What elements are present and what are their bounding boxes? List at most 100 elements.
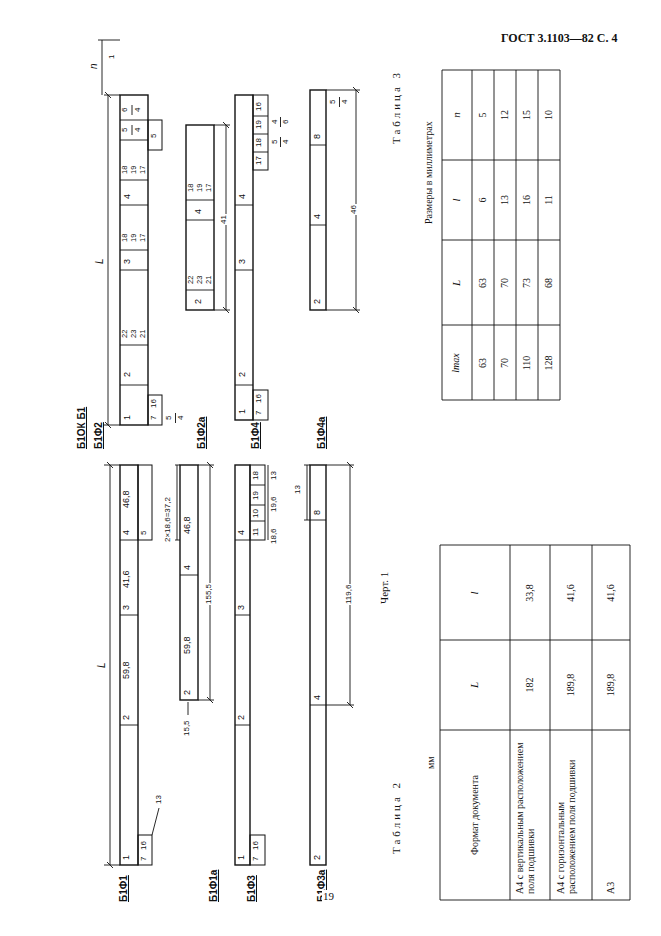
drawing-line [253,134,268,135]
drawing-number: 41,6 [122,569,132,589]
drawing-number: 4 [313,694,323,701]
table-cell: 13 [499,194,510,206]
table-cell: А3 [605,881,616,895]
drawing-line [253,116,268,117]
drawing-number: 18 [121,233,129,243]
drawing-number: 7 [140,856,149,862]
table-header: Формат документа [469,774,480,856]
rotated-sheet: Б1Ф1L1259,8341,6446,8716513Б1Ф1а2×18,6=3… [20,25,645,905]
form-code: Б1Ф4 [250,421,261,450]
table-cell: 110 [521,355,532,372]
drawing-number: 1 [108,54,117,60]
drawing-number: 5 [150,133,159,139]
drawing-line [120,725,138,726]
drawing-line [175,540,180,541]
drawing-number: L [96,661,107,669]
drawing-line [442,325,560,326]
drawing-number: 4 [282,139,291,145]
table-header: L [468,681,480,689]
drawing-line [280,137,281,147]
drawing-line [120,540,138,541]
drawing-number: 1 [123,414,133,421]
drawing-line [235,540,250,541]
drawing-line [235,615,250,616]
drawing-line [310,225,326,226]
table-cell: 189,8 [565,673,576,698]
form-cell [235,95,253,420]
drawing-number: 10 [252,508,261,519]
drawing-line [120,140,148,141]
drawing-line [175,413,176,423]
drawing-number: 6 [121,107,130,113]
drawing-number: 21 [205,275,213,285]
drawing-number: 2 [183,689,193,696]
drawing-number: 5 [165,415,174,421]
drawing-number: 1 [238,408,248,415]
drawing-line [102,40,103,95]
form-cell [235,465,250,865]
drawing-number: 155,5 [205,583,214,605]
drawing-line [307,465,308,520]
drawing-number: 5 [329,99,338,105]
drawing-line [442,70,560,71]
drawing-number: 46,8 [183,515,193,535]
drawing-number: L [94,257,105,265]
drawing-line [120,205,148,206]
drawing-line [304,520,310,521]
drawing-line [186,290,214,291]
drawing-number: 2 [313,854,323,861]
drawing-line [98,40,120,41]
drawing-number: 18,6 [270,527,279,545]
drawing-line [214,310,230,311]
drawing-number: 2 [123,371,133,378]
drawing-number: 3 [122,604,132,611]
drawing-line [250,521,265,522]
drawing-line [120,385,148,386]
drawing-line [235,385,253,386]
drawing-number: 4 [313,213,323,220]
form-cell [250,835,265,865]
drawing-number: 1 [122,854,132,861]
drawing-line [198,465,214,466]
drawing-number: 4 [271,119,280,125]
drawing-line [442,70,443,400]
table-cell: 11 [543,194,554,206]
table-cell: 70 [499,357,510,369]
drawing-line [560,70,561,400]
table-cell: 63 [477,357,488,369]
drawing-number: 4 [177,415,186,421]
figure-caption: Черт. 1 [378,571,390,605]
drawing-number: 18 [255,137,264,148]
drawing-number: 4 [122,529,132,536]
form-code: Б1Ф2а [196,416,207,450]
drawing-line [516,70,517,400]
drawing-line [223,122,229,128]
drawing-line [104,95,120,96]
drawing-line [253,152,268,153]
drawing-number: 3 [238,258,248,265]
drawing-line [110,465,111,865]
table-cell: 15 [521,109,532,121]
table-cell: 33,8 [524,583,535,603]
drawing-number: 4 [183,564,193,571]
drawing-line [186,200,214,201]
drawing-number: 46 [350,204,359,215]
form-cell [250,465,265,540]
drawing-number: 2×18,6=37,2 [164,496,173,543]
drawing-line [120,180,148,181]
drawing-line [442,240,560,241]
table-cell: 6 [477,197,488,204]
form-cell [186,125,214,310]
form-cell [253,95,268,170]
drawing-number: 18 [121,165,129,175]
drawing-number: 2 [237,714,247,721]
drawing-line [180,575,198,576]
drawing-number: 1 [237,854,247,861]
form-code: Б1Ф3 [246,874,257,903]
drawing-number: 19 [130,165,138,175]
table-cell: 68 [543,277,554,289]
drawing-number: 23 [130,329,138,339]
table-header: L [450,279,462,287]
drawing-line [310,145,326,146]
drawing-line [177,465,178,540]
